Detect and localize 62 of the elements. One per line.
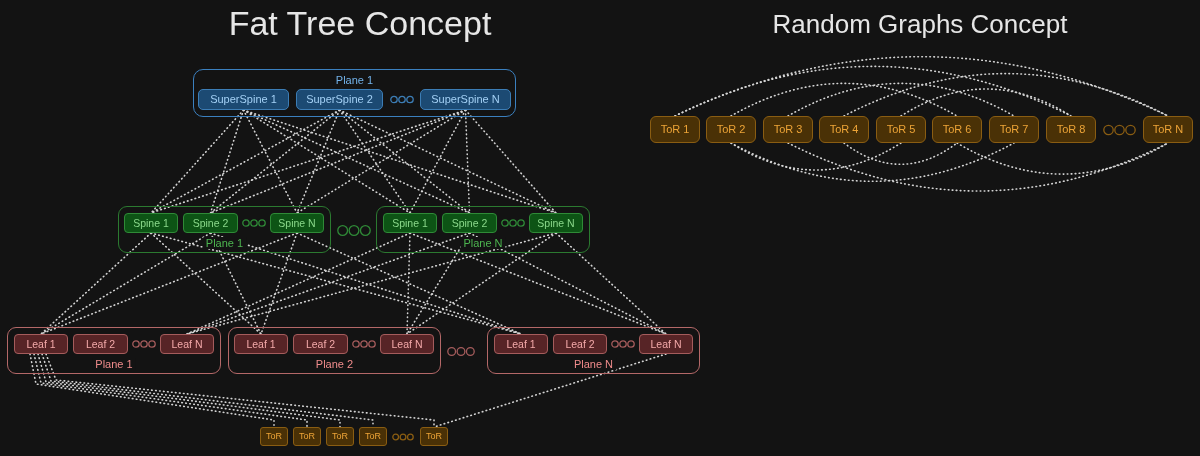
leaf-node: Leaf 1 [14, 334, 68, 354]
leaf-node: Leaf 1 [234, 334, 288, 354]
dotted-link [45, 353, 435, 428]
plane-group [118, 206, 331, 253]
dotted-link [409, 232, 667, 335]
plane-group [376, 206, 590, 253]
tor-node: ToR 1 [650, 116, 700, 143]
spine-node: Spine 2 [442, 213, 497, 233]
dotted-link [464, 109, 557, 214]
spine-node: Spine 1 [383, 213, 437, 233]
curved-dotted-link [900, 88, 1072, 117]
superspine-node: SuperSpine 1 [198, 89, 289, 110]
curved-dotted-link [843, 142, 958, 166]
tor-node: ToR 8 [1046, 116, 1096, 143]
leaf-node: Leaf 2 [293, 334, 348, 354]
tor-node: ToR 7 [989, 116, 1039, 143]
dotted-link [555, 232, 667, 335]
plane-group [193, 69, 516, 117]
spine-node: Spine N [270, 213, 324, 233]
tor-node: ToR [293, 427, 321, 446]
plane-group [487, 327, 700, 374]
section-heading: Random Graphs Concept [771, 8, 1069, 41]
tor-node: ToR 3 [763, 116, 813, 143]
dotted-link [150, 109, 245, 214]
plane-group [7, 327, 221, 374]
tor-node: ToR 4 [819, 116, 869, 143]
leaf-node: Leaf 1 [494, 334, 548, 354]
tor-node: ToR [420, 427, 448, 446]
section-heading: Fat Tree Concept [227, 3, 493, 44]
curved-dotted-link [730, 82, 958, 117]
curved-dotted-link [787, 82, 1015, 117]
tor-node: ToR [326, 427, 354, 446]
spine-node: Spine 2 [183, 213, 238, 233]
leaf-node: Leaf 2 [73, 334, 128, 354]
tor-node: ToR [359, 427, 387, 446]
dotted-link [150, 232, 262, 335]
dotted-link [296, 232, 522, 335]
dotted-link [40, 232, 212, 335]
tor-node: ToR 5 [876, 116, 926, 143]
curved-dotted-link [730, 142, 1015, 183]
spine-node: Spine N [529, 213, 583, 233]
tor-node: ToR N [1143, 116, 1193, 143]
superspine-node: SuperSpine N [420, 89, 511, 110]
dotted-link [209, 109, 341, 214]
superspine-node: SuperSpine 2 [296, 89, 383, 110]
curved-dotted-link [956, 142, 1169, 175]
leaf-node: Leaf N [160, 334, 214, 354]
plane-label: Plane 1 [202, 237, 247, 249]
leaf-node: Leaf 2 [553, 334, 607, 354]
plane-label: Plane N [460, 237, 506, 249]
dotted-link [409, 109, 467, 214]
curved-dotted-link [674, 65, 1072, 117]
tor-node: ToR 2 [706, 116, 756, 143]
tor-node: ToR [260, 427, 288, 446]
tor-node: ToR 6 [932, 116, 982, 143]
dotted-link [406, 232, 471, 335]
leaf-node: Leaf N [380, 334, 434, 354]
plane-group [228, 327, 441, 374]
spine-node: Spine 1 [124, 213, 178, 233]
curved-dotted-link [843, 72, 1169, 117]
leaf-node: Leaf N [639, 334, 693, 354]
dotted-link [40, 232, 152, 335]
